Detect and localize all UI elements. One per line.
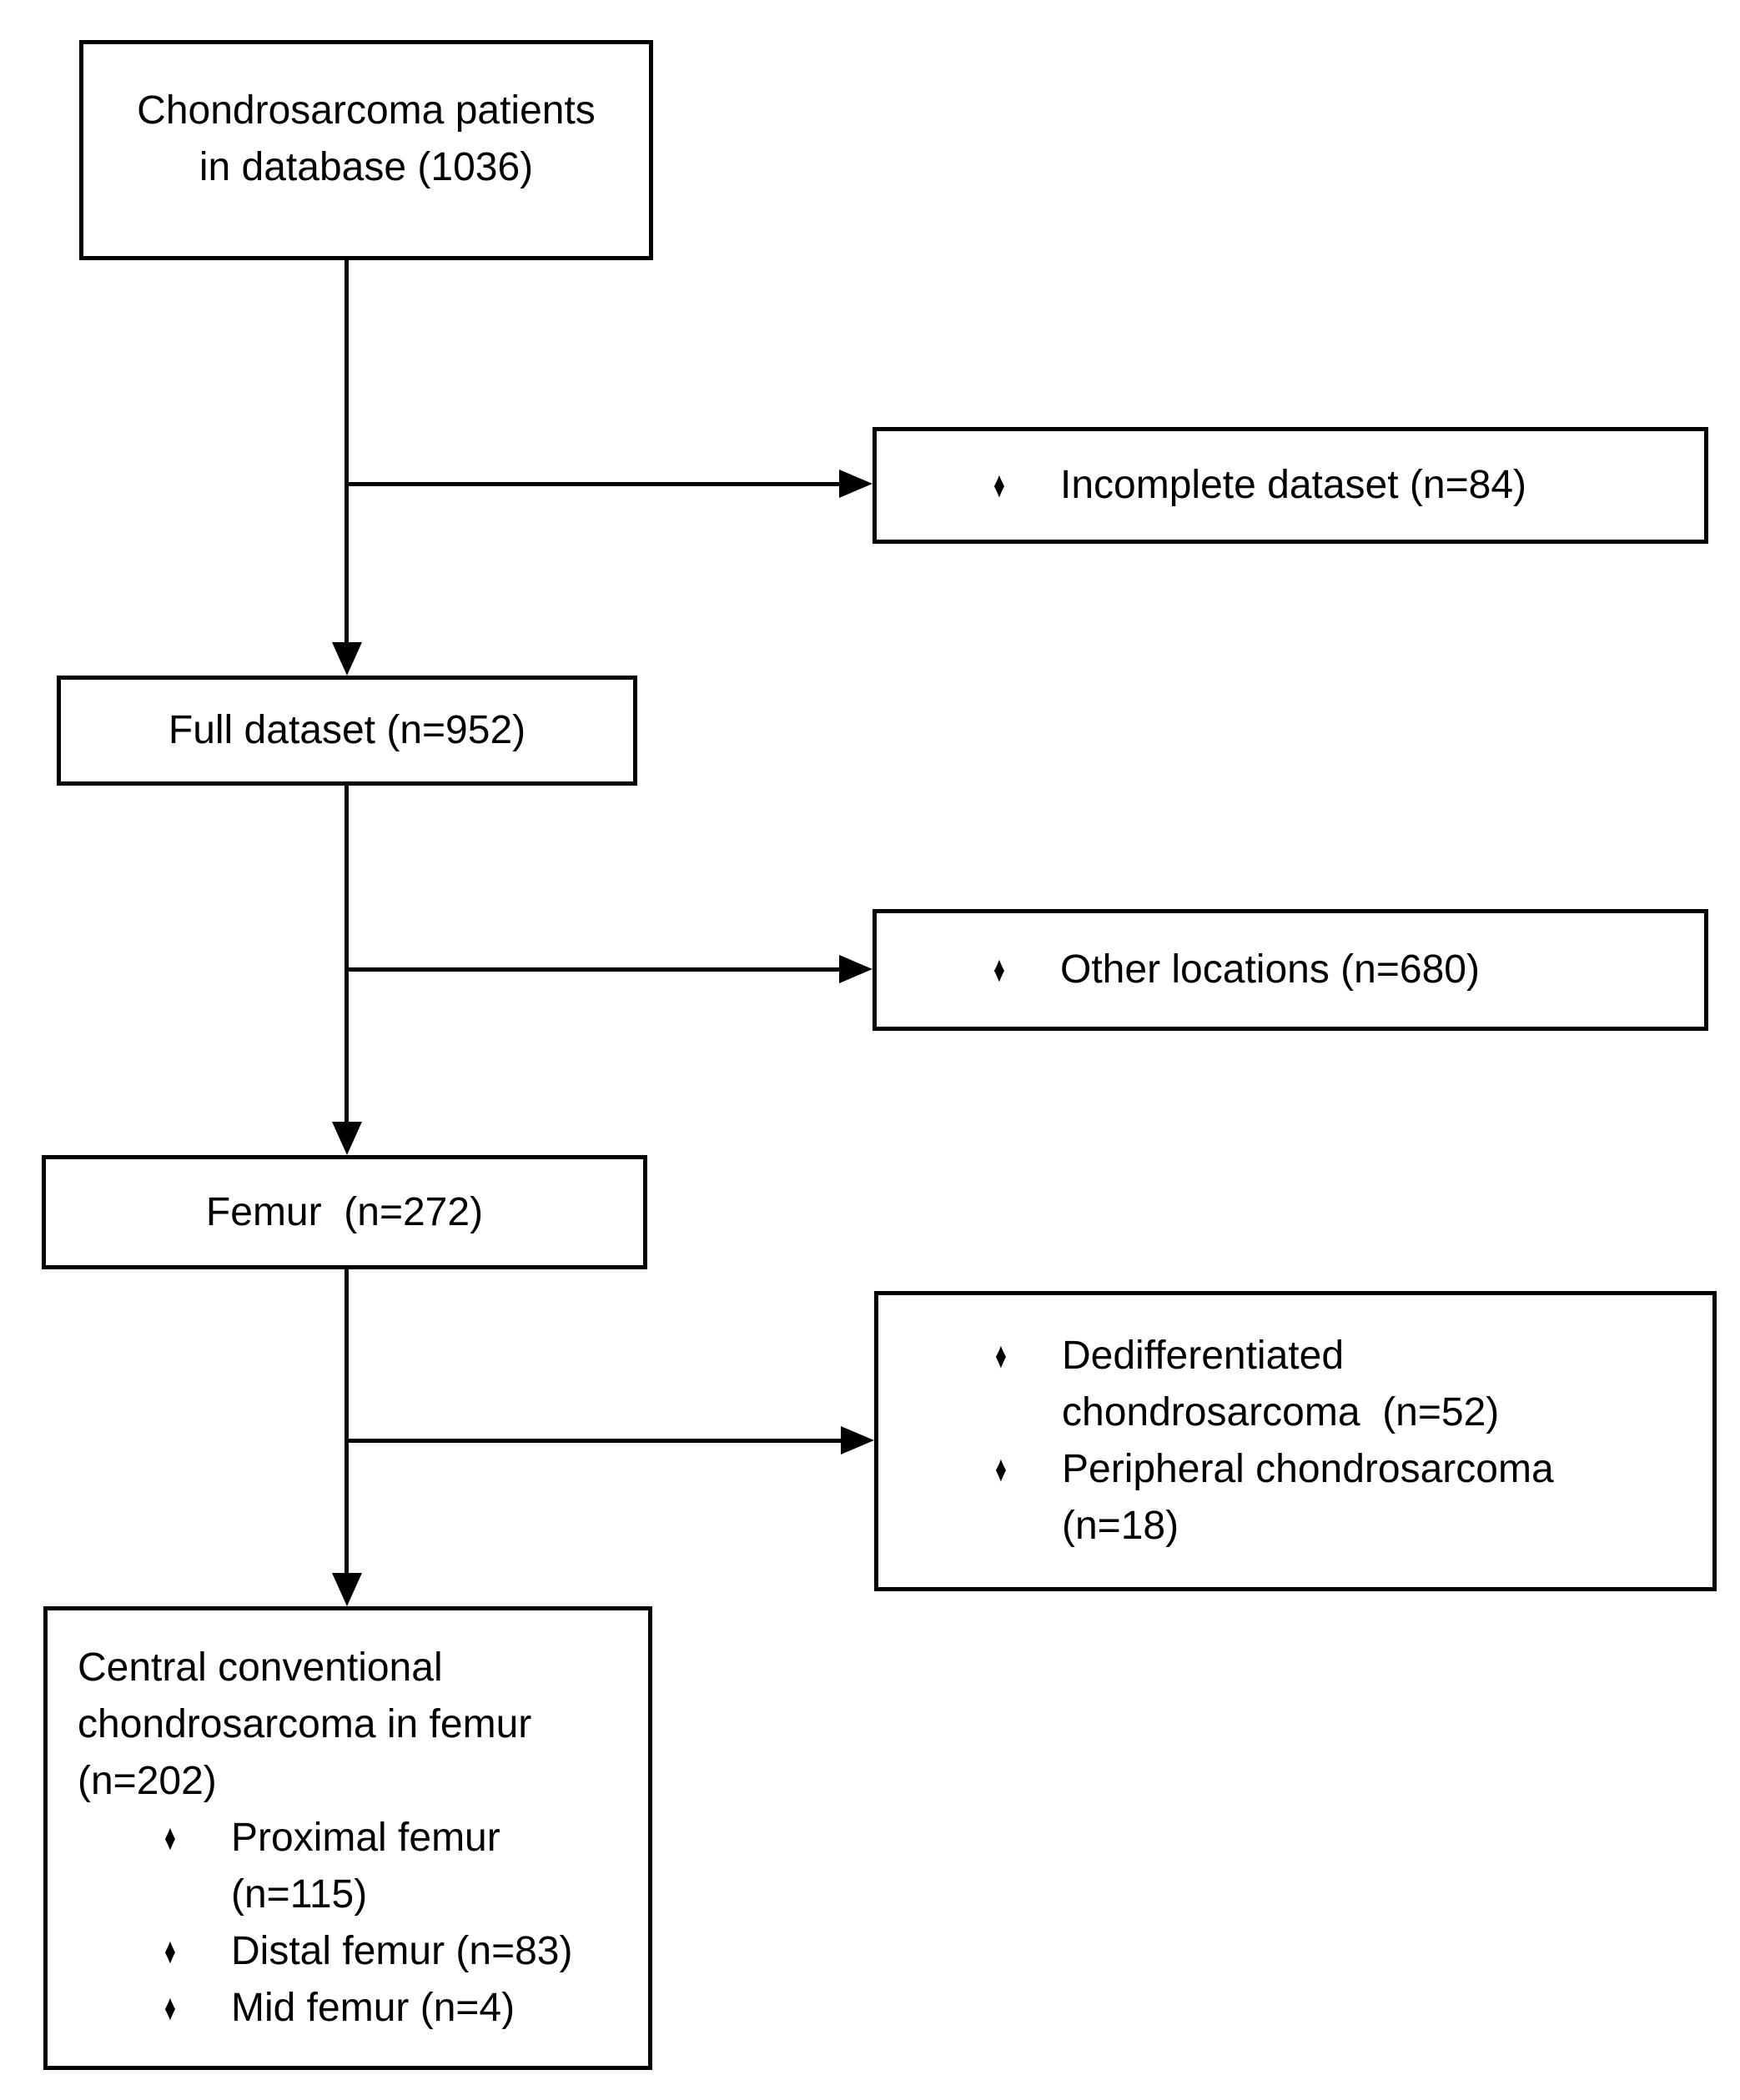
diamond-bullet-icon: ♦	[164, 1817, 176, 1858]
node-central-title-line1: Central conventional	[78, 1645, 443, 1690]
node-full-dataset-label: Full dataset (n=952)	[168, 708, 526, 752]
arrowhead-right-icon	[839, 470, 873, 498]
list-item-label: Dedifferentiated chondrosarcoma (n=52)	[1062, 1334, 1500, 1434]
diamond-bullet-icon: ♦	[164, 1931, 176, 1972]
list-item: ♦ Mid femur (n=4)	[48, 1980, 648, 2037]
list-item: ♦ Proximal femur (n=115)	[48, 1810, 648, 1923]
node-femur: Femur (n=272)	[42, 1155, 647, 1269]
node-central-title-line2: chondrosarcoma in femur	[78, 1702, 532, 1746]
diamond-bullet-icon: ♦	[993, 465, 1005, 505]
node-femur-label: Femur (n=272)	[205, 1189, 484, 1234]
node-database-line1: Chondrosarcoma patients	[137, 88, 596, 133]
list-item-label: Incomplete dataset (n=84)	[1060, 463, 1527, 507]
connector-to-incomplete	[346, 482, 841, 486]
list-item: ♦ Incomplete dataset (n=84)	[877, 457, 1704, 514]
diamond-bullet-icon: ♦	[995, 1449, 1007, 1490]
arrowhead-down-icon	[332, 642, 362, 676]
list-item-label: Distal femur (n=83)	[231, 1929, 573, 1973]
node-other-locations: ♦ Other locations (n=680)	[873, 909, 1708, 1031]
connector-database-to-full	[344, 260, 349, 644]
node-database-line2: in database (1036)	[199, 145, 534, 189]
list-item-label: Proximal femur (n=115)	[231, 1816, 512, 1917]
arrowhead-right-icon	[841, 1426, 874, 1454]
connector-to-other-locations	[346, 967, 841, 972]
diamond-bullet-icon: ♦	[995, 1335, 1007, 1376]
list-item: ♦ Distal femur (n=83)	[48, 1923, 648, 1980]
arrowhead-down-icon	[332, 1573, 362, 1606]
list-item: ♦ Peripheral chondrosarcoma (n=18)	[878, 1441, 1712, 1555]
diamond-bullet-icon: ♦	[164, 1987, 176, 2028]
node-database: Chondrosarcoma patients in database (103…	[79, 40, 653, 260]
list-item: ♦ Other locations (n=680)	[877, 942, 1704, 998]
node-central-conventional: Central conventional chondrosarcoma in f…	[43, 1606, 652, 2070]
list-item: ♦ Dedifferentiated chondrosarcoma (n=52)	[878, 1328, 1712, 1441]
list-item-label: Peripheral chondrosarcoma (n=18)	[1062, 1447, 1565, 1548]
list-item-label: Other locations (n=680)	[1060, 947, 1480, 992]
connector-femur-to-central	[344, 1269, 349, 1575]
arrowhead-right-icon	[839, 955, 873, 983]
connector-full-to-femur	[344, 786, 349, 1123]
node-dedifferentiated-peripheral: ♦ Dedifferentiated chondrosarcoma (n=52)…	[874, 1291, 1717, 1591]
node-incomplete-dataset: ♦ Incomplete dataset (n=84)	[873, 427, 1708, 544]
arrowhead-down-icon	[332, 1122, 362, 1155]
connector-to-dedifferentiated	[346, 1439, 842, 1443]
list-item-label: Mid femur (n=4)	[231, 1986, 515, 2030]
diamond-bullet-icon: ♦	[993, 949, 1005, 990]
node-central-title-line3: (n=202)	[78, 1759, 217, 1803]
node-full-dataset: Full dataset (n=952)	[57, 676, 637, 786]
